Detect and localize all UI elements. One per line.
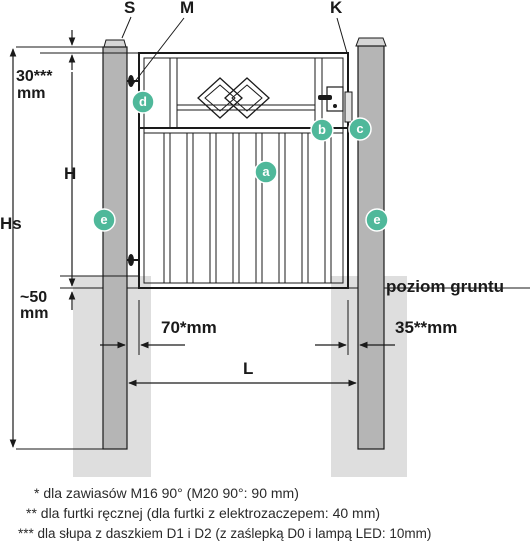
badge-d: d (131, 90, 155, 114)
label-s: S (124, 0, 135, 17)
svg-text:a: a (262, 164, 270, 179)
footnote-3: *** dla słupa z daszkiem D1 i D2 (z zaśl… (18, 526, 431, 541)
dim-50-unit: mm (20, 305, 48, 322)
dim-30-unit: mm (17, 85, 45, 102)
lower-hinge (127, 254, 139, 266)
footnote-2: ** dla furtki ręcznej (dla furtki z elek… (26, 505, 380, 521)
badge-c: c (348, 117, 372, 141)
svg-text:e: e (373, 212, 380, 227)
dim-35-label: 35**mm (395, 318, 457, 337)
label-k: K (330, 0, 343, 17)
lock-handle (318, 86, 353, 123)
badge-b: b (310, 118, 334, 142)
svg-text:c: c (356, 121, 363, 136)
badge-e-right: e (365, 208, 389, 232)
svg-text:d: d (139, 94, 147, 109)
dim-70-label: 70*mm (161, 318, 217, 337)
l-label: L (243, 359, 253, 378)
ground-level-label: poziom gruntu (386, 277, 504, 296)
label-m: M (180, 0, 194, 17)
footnote-1: * dla zawiasów M16 90° (M20 90°: 90 mm) (34, 485, 299, 501)
right-post (355, 37, 387, 450)
dim-50-label: ~50 (20, 289, 47, 306)
h-label: H (64, 164, 76, 183)
gate-leaf (138, 52, 349, 289)
svg-text:e: e (100, 212, 107, 227)
badge-a: a (254, 160, 278, 184)
left-post (102, 39, 128, 450)
svg-text:b: b (318, 122, 326, 137)
badge-e-left: e (92, 208, 116, 232)
upper-hinge (127, 75, 139, 87)
dim-30-label: 30*** (16, 68, 53, 85)
hs-label: Hs (0, 214, 22, 233)
